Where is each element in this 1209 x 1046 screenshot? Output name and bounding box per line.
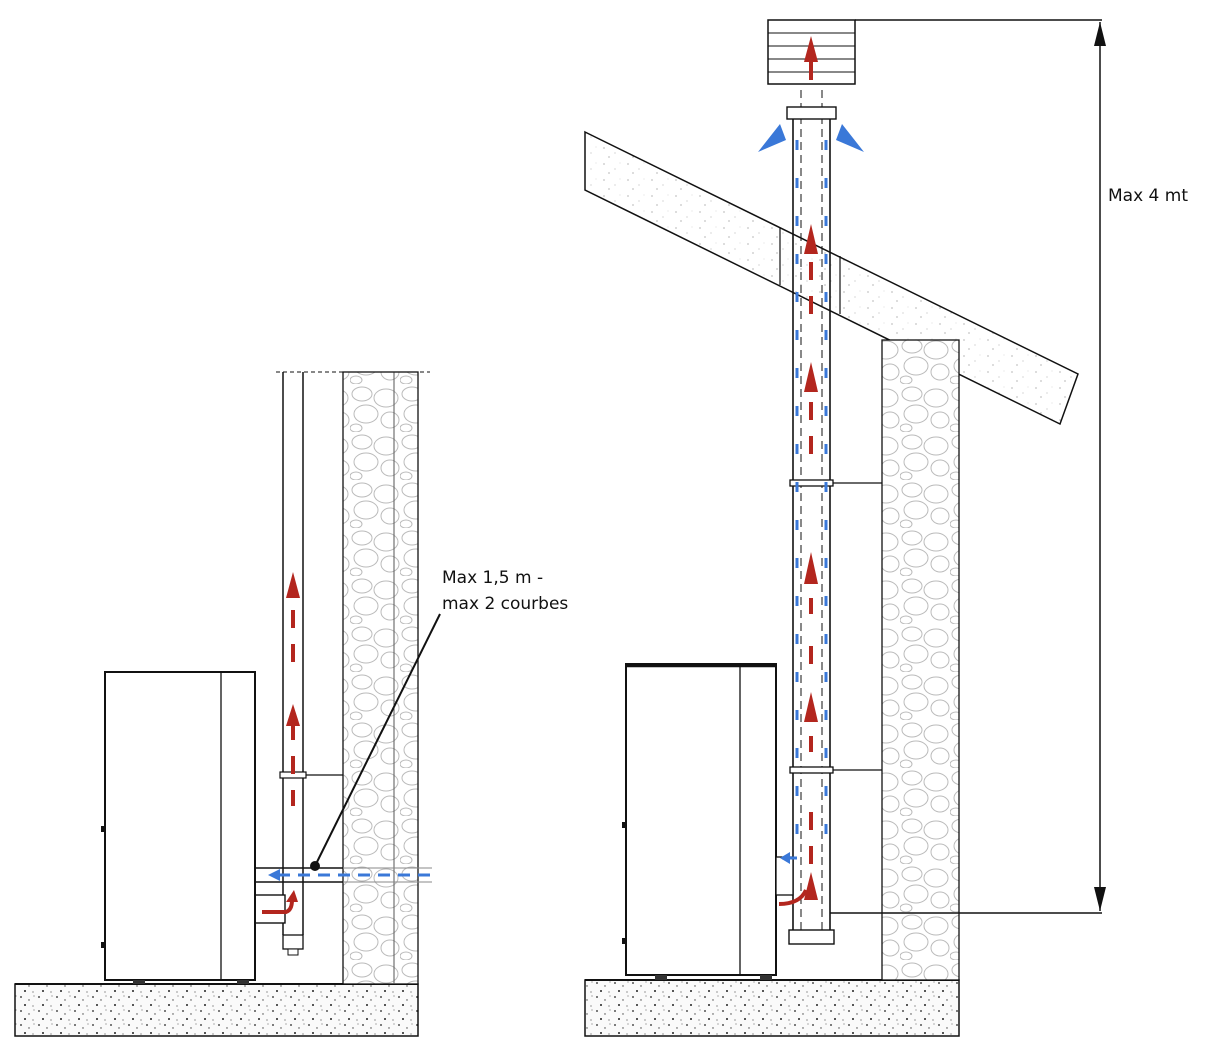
dimension-arrow-head [1094, 22, 1106, 46]
right-intake-flow [758, 124, 864, 864]
right-ground-slab [584, 979, 960, 1037]
left-ground-slab [14, 983, 419, 1037]
left-leader-line [314, 613, 441, 867]
roof-slab [584, 130, 1079, 426]
left-unit-foot [133, 980, 145, 984]
left-leader-dot [310, 861, 320, 871]
left-annotation-line-2: max 2 courbes [442, 594, 569, 614]
exhaust-arrow-head [804, 552, 818, 584]
right-exhaust-flow [778, 36, 818, 906]
height-annotation: Max 4 mt [1108, 186, 1188, 206]
dimension-arrow-head [1094, 887, 1106, 911]
left-intake-duct [254, 867, 432, 924]
left-heater-unit [101, 671, 256, 984]
left-assembly [14, 371, 441, 1037]
left-unit-foot [237, 980, 249, 984]
exhaust-arrow-head [286, 572, 300, 598]
left-intake-flow [268, 869, 430, 881]
exhaust-arrow-head [804, 872, 818, 900]
exhaust-arrow-head [804, 36, 818, 62]
intake-arrow-head [758, 124, 786, 152]
intake-arrow-head [836, 124, 864, 152]
exhaust-arrow-head [804, 692, 818, 722]
right-heater-unit [622, 663, 794, 980]
height-dimension [1094, 22, 1106, 911]
left-exhaust-flow [262, 572, 300, 914]
exhaust-arrow-head [286, 704, 300, 726]
right-assembly [584, 19, 1106, 1037]
right-unit-foot [655, 975, 667, 980]
left-annotation-line-1: Max 1,5 m - [442, 568, 544, 588]
chimney-terminal [767, 19, 1102, 85]
right-stone-wall [881, 339, 960, 981]
right-unit-foot [760, 975, 772, 980]
right-flue-pipe [786, 90, 1102, 945]
left-stone-wall [342, 371, 419, 985]
left-flue-pipe [276, 371, 343, 956]
exhaust-arrow-head [804, 362, 818, 392]
intake-arrow-head [268, 869, 280, 881]
exhaust-arrow-head [804, 224, 818, 254]
